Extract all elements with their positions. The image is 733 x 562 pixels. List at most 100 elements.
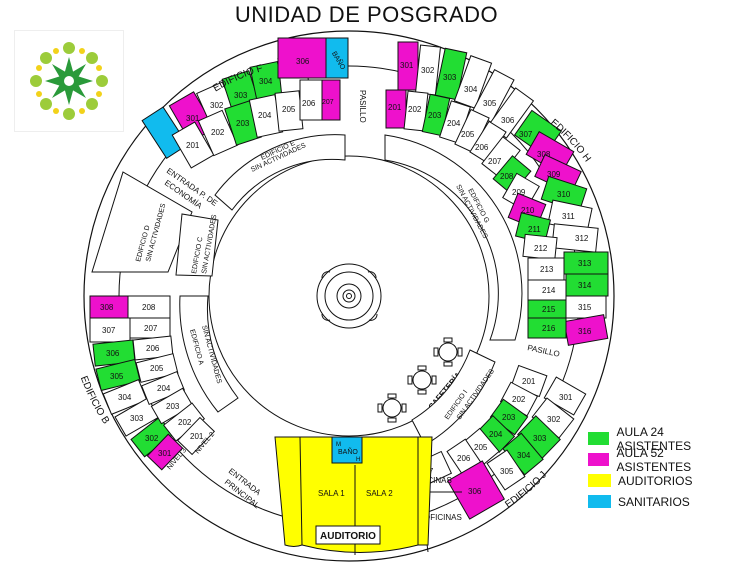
- fountain-icon: [316, 263, 382, 329]
- room-g-216[interactable]: [527, 317, 567, 339]
- edificio-c: [175, 213, 219, 277]
- room-label: 205: [282, 105, 296, 114]
- room-label: 301: [559, 393, 573, 402]
- auditorio-label: AUDITORIO: [320, 531, 376, 542]
- room-label: 312: [575, 234, 589, 243]
- room-label: 306: [106, 349, 120, 358]
- sala-1-label: SALA 1: [318, 489, 345, 498]
- room-b-305[interactable]: [95, 358, 141, 392]
- edificio-a: [179, 295, 239, 413]
- page-title: UNIDAD DE POSGRADO: [234, 2, 499, 27]
- edificio-f: 301 302 303 304 305 306 BAÑO 201 202 203…: [141, 37, 349, 169]
- room-label: 204: [489, 430, 503, 439]
- legend-swatch-magenta: [588, 453, 610, 466]
- room-b-201[interactable]: [176, 416, 216, 456]
- room-label: 313: [578, 259, 592, 268]
- room-f-306[interactable]: [277, 37, 327, 79]
- room-label: 201: [522, 377, 536, 386]
- room-label: 203: [428, 111, 442, 120]
- room-j-301[interactable]: [543, 376, 587, 416]
- room-label: 204: [447, 119, 461, 128]
- room-label: 203: [166, 402, 180, 411]
- auditorio-wing-left: [274, 436, 303, 547]
- room-label: 304: [118, 393, 132, 402]
- room-label: 314: [578, 281, 592, 290]
- room-label: 205: [461, 130, 475, 139]
- bano-label: BAÑO: [338, 447, 358, 456]
- room-label: 302: [547, 415, 561, 424]
- room-label: 304: [464, 85, 478, 94]
- room-label: 201: [190, 432, 204, 441]
- legend-label: AULA 52 ASISTENTES: [616, 445, 692, 474]
- room-label: 206: [475, 143, 489, 152]
- pasillo-top-label: PASILLO: [358, 90, 367, 123]
- room-label: 308: [537, 150, 551, 159]
- room-label: 306: [468, 487, 482, 496]
- bano-f2: [325, 37, 349, 79]
- room-label: 202: [211, 128, 225, 137]
- courtyard: [208, 155, 490, 437]
- room-label: 201: [388, 103, 402, 112]
- legend: AULA 24 ASISTENTES AULA 52 ASISTENTES AU…: [588, 425, 733, 512]
- edificio-j: 201 202 203 204 205 206 207 301 302 303 …: [407, 364, 587, 553]
- room-label: 204: [157, 384, 171, 393]
- room-b-301[interactable]: [146, 433, 184, 471]
- room-label: 215: [542, 305, 556, 314]
- room-label: 303: [533, 434, 547, 443]
- room-label: 311: [562, 212, 575, 221]
- room-label: 307: [519, 130, 533, 139]
- room-j-306[interactable]: [446, 460, 506, 520]
- bano-h-label: H: [356, 457, 360, 463]
- room-label: 207: [488, 157, 502, 166]
- room-label: 208: [500, 172, 514, 181]
- cafeteria-tables-icon: [377, 337, 463, 423]
- outer-ring: [83, 30, 615, 562]
- room-label: 203: [236, 119, 250, 128]
- bano-f1: [141, 106, 189, 160]
- room-label: 210: [521, 206, 535, 215]
- room-label: 303: [234, 91, 248, 100]
- room-f-207[interactable]: [321, 79, 341, 121]
- legend-swatch-yellow: [588, 474, 611, 487]
- room-label: 207: [144, 324, 158, 333]
- room-label: 205: [150, 364, 164, 373]
- room-label: 309: [547, 170, 561, 179]
- legend-item-sanitarios: SANITARIOS: [588, 491, 733, 512]
- legend-item-aula-52: AULA 52 ASISTENTES: [588, 446, 733, 474]
- room-h-312[interactable]: [551, 223, 599, 253]
- room-label: 304: [517, 451, 531, 460]
- auditorio-wing-right: [417, 436, 433, 546]
- room-f-202[interactable]: [197, 109, 239, 157]
- auditorio: M BAÑO H SALA 1 SALA 2 AUDITORIO: [274, 436, 433, 555]
- room-label: 213: [540, 265, 554, 274]
- room-j-305[interactable]: [486, 449, 526, 491]
- legend-label: AULA 24 ASISTENTES: [616, 424, 692, 453]
- room-label: 303: [130, 414, 144, 423]
- room-label: 206: [146, 344, 160, 353]
- room-f-201[interactable]: [171, 121, 215, 169]
- room-label: 302: [145, 434, 159, 443]
- room-label: 206: [302, 99, 316, 108]
- edificio-e: [214, 134, 346, 211]
- edificio-g: [384, 134, 523, 341]
- room-label: 302: [210, 101, 224, 110]
- legend-item-aula-24: AULA 24 ASISTENTES: [588, 425, 733, 453]
- room-label: 303: [443, 73, 457, 82]
- room-label: 208: [142, 303, 156, 312]
- legend-label: SANITARIOS: [618, 494, 690, 509]
- room-label: 304: [259, 77, 273, 86]
- pasillo-right-label: PASILLO: [527, 343, 561, 359]
- oficinas-label-1: OFICINAS: [414, 476, 452, 485]
- room-label: 305: [500, 467, 514, 476]
- room-label: 202: [512, 395, 526, 404]
- room-label: 310: [557, 190, 571, 199]
- logo: [14, 30, 124, 132]
- room-label: 216: [542, 324, 556, 333]
- room-h-304[interactable]: [453, 55, 493, 109]
- room-b-304[interactable]: [102, 379, 148, 415]
- room-label: 302: [421, 66, 435, 75]
- room-label: 212: [534, 244, 548, 253]
- room-b-307[interactable]: [89, 317, 131, 343]
- room-label: 305: [110, 372, 124, 381]
